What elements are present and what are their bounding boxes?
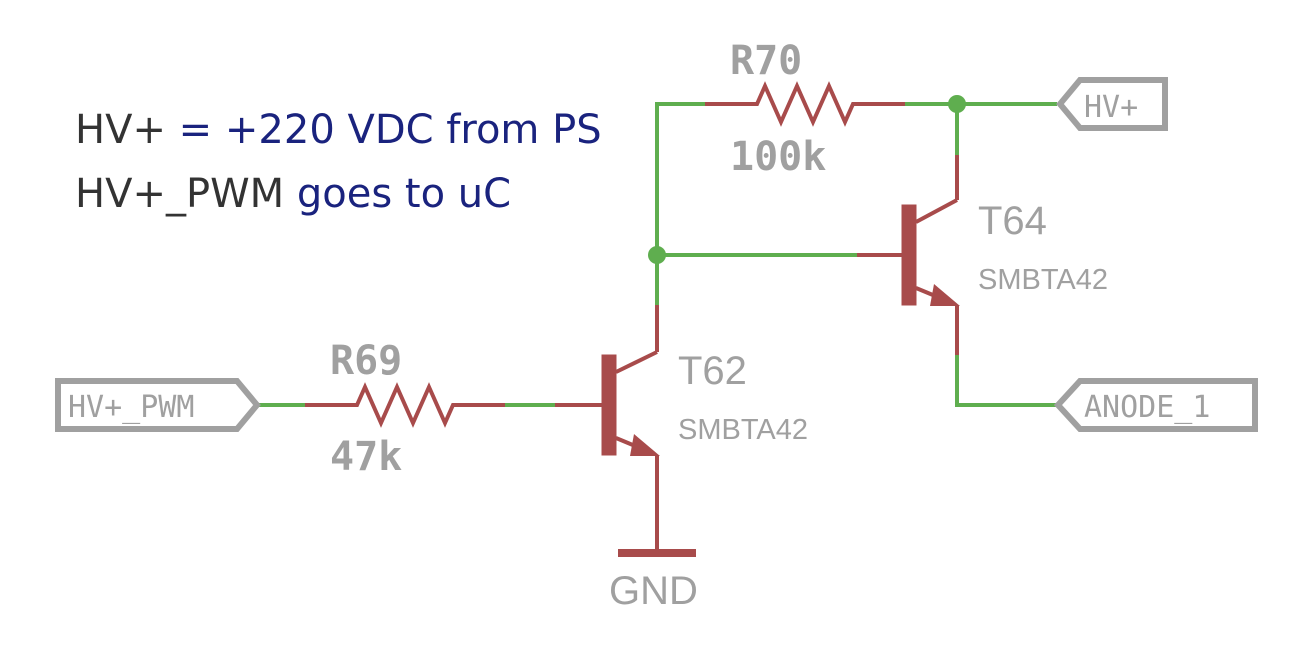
gnd-label: GND (609, 569, 698, 613)
ground-symbol (618, 549, 696, 557)
t62-part: SMBTA42 (678, 414, 808, 446)
transistor-t64 (857, 155, 960, 355)
resistor-r70 (705, 81, 905, 127)
t64-part: SMBTA42 (978, 264, 1108, 296)
junction-base (648, 246, 666, 264)
t64-name: T64 (978, 199, 1047, 243)
r70-name: R70 (730, 38, 802, 84)
port-hv-plus-label: HV+ (1084, 90, 1138, 125)
port-hv-pwm (55, 378, 261, 432)
note-line-2-desc: goes to uC (284, 171, 511, 217)
r69-name: R69 (330, 338, 402, 384)
note-line-2: HV+_PWM goes to uC (75, 171, 511, 217)
port-hv-plus (1056, 77, 1168, 131)
junction-hv (948, 95, 966, 113)
note-line-1-desc: = +220 VDC from PS (166, 107, 602, 153)
transistor-t62 (555, 305, 660, 552)
r70-value: 100k (730, 134, 826, 180)
note-line-1: HV+ = +220 VDC from PS (75, 107, 602, 153)
note-line-1-signal: HV+ (75, 107, 166, 153)
resistor-r69 (305, 382, 505, 428)
port-hv-pwm-label: HV+_PWM (68, 390, 194, 425)
t62-name: T62 (678, 349, 747, 393)
r69-value: 47k (330, 434, 402, 480)
note-line-2-signal: HV+_PWM (75, 171, 284, 217)
port-anode (1053, 378, 1258, 432)
wire-anode (955, 353, 1057, 407)
port-anode-label: ANODE_1 (1084, 390, 1210, 425)
wires (256, 102, 1057, 407)
